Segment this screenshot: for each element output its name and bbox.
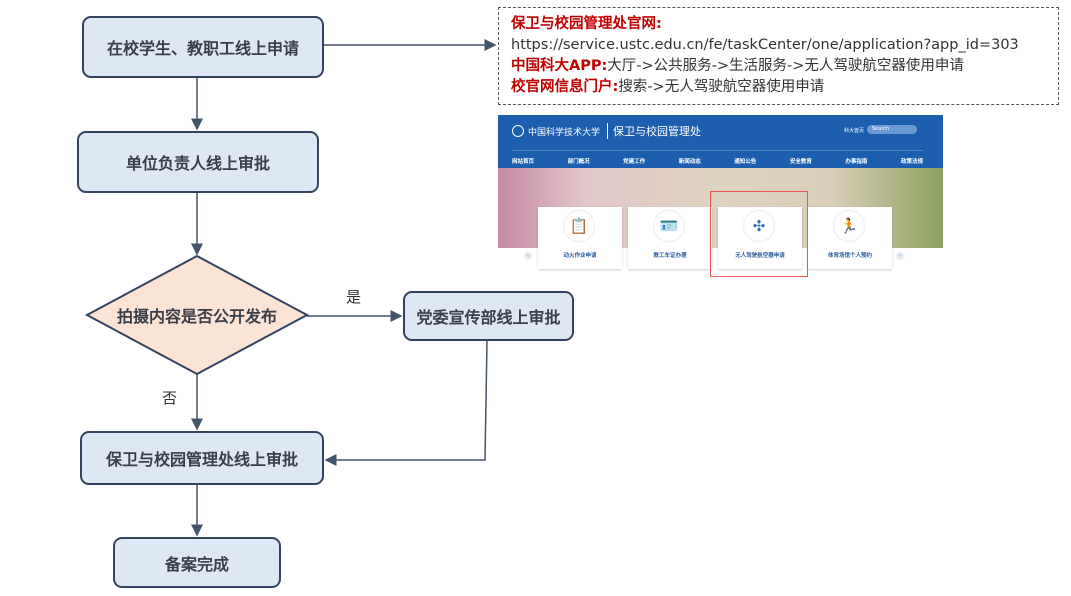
nav-item[interactable]: 新闻动态 bbox=[678, 159, 701, 165]
nav-item[interactable]: 部门概况 bbox=[567, 159, 590, 165]
app-path: 大厅->公共服务->生活服务->无人驾驶航空器使用申请 bbox=[607, 58, 964, 74]
search-input[interactable]: Search bbox=[867, 125, 917, 134]
card-label: 教工车证办理 bbox=[653, 253, 687, 259]
step-publicity-approval: 党委宣传部线上审批 bbox=[403, 291, 574, 341]
step-apply: 在校学生、教职工线上申请 bbox=[82, 16, 324, 78]
application-channels-box: 保卫与校园管理处官网: https://service.ustc.edu.cn/… bbox=[498, 7, 1059, 105]
service-card[interactable]: 🪪 教工车证办理 bbox=[628, 207, 712, 269]
card-label: 体育场馆个人预约 bbox=[827, 253, 872, 259]
service-card[interactable]: 📋 动火作业申请 bbox=[538, 207, 622, 269]
yes-label: 是 bbox=[346, 288, 362, 306]
portal-label: 校官网信息门户: bbox=[511, 79, 619, 95]
university-logo: 中国科学技术大学保卫与校园管理处 bbox=[512, 123, 701, 139]
clipboard-icon: 📋 bbox=[564, 211, 594, 241]
site-nav: 网站首页 部门概况 党建工作 新闻动态 通知公告 安全教育 办事指南 政策法规 bbox=[512, 150, 923, 165]
no-label: 否 bbox=[162, 389, 178, 407]
car-pass-icon: 🪪 bbox=[654, 211, 684, 241]
official-site-url[interactable]: https://service.ustc.edu.cn/fe/taskCente… bbox=[511, 37, 1019, 53]
drone-icon: ✣ bbox=[744, 211, 774, 241]
official-site-label: 保卫与校园管理处官网: bbox=[511, 16, 662, 32]
nav-item[interactable]: 党建工作 bbox=[623, 159, 646, 165]
seal-icon bbox=[512, 125, 524, 137]
nav-item[interactable]: 政策法规 bbox=[900, 159, 923, 165]
nav-item[interactable]: 网站首页 bbox=[512, 159, 535, 165]
site-title: 保卫与校园管理处 bbox=[607, 123, 701, 139]
home-link[interactable]: 科大首页 bbox=[844, 128, 865, 134]
card-label: 动火作业申请 bbox=[563, 253, 597, 259]
service-card[interactable]: 🏃 体育场馆个人预约 bbox=[808, 207, 892, 269]
nav-item[interactable]: 安全教育 bbox=[789, 159, 812, 165]
nav-item[interactable]: 通知公告 bbox=[734, 159, 757, 165]
highlight-box bbox=[710, 191, 808, 277]
carousel-prev-button[interactable]: ‹ bbox=[524, 252, 532, 260]
service-card[interactable]: ✣ 无人驾驶航空器申请 bbox=[718, 207, 802, 269]
card-label: 无人驾驶航空器申请 bbox=[735, 253, 785, 259]
nav-item[interactable]: 办事指南 bbox=[845, 159, 868, 165]
carousel-next-button[interactable]: › bbox=[896, 252, 904, 260]
runner-icon: 🏃 bbox=[834, 211, 864, 241]
site-header: 中国科学技术大学保卫与校园管理处 科大首页 Search 网站首页 部门概况 党… bbox=[498, 115, 943, 168]
portal-path: 搜索->无人驾驶航空器使用申请 bbox=[618, 79, 825, 95]
decision-diamond bbox=[84, 254, 310, 376]
step-security-approval: 保卫与校园管理处线上审批 bbox=[80, 431, 324, 485]
website-screenshot: 中国科学技术大学保卫与校园管理处 科大首页 Search 网站首页 部门概况 党… bbox=[498, 115, 943, 275]
step-filing-complete: 备案完成 bbox=[113, 537, 281, 588]
logo-text: 中国科学技术大学 bbox=[528, 127, 601, 138]
decision-label: 拍摄内容是否公开发布 bbox=[116, 307, 277, 326]
app-label: 中国科大APP: bbox=[511, 58, 608, 74]
step-unit-approval: 单位负责人线上审批 bbox=[77, 131, 319, 193]
